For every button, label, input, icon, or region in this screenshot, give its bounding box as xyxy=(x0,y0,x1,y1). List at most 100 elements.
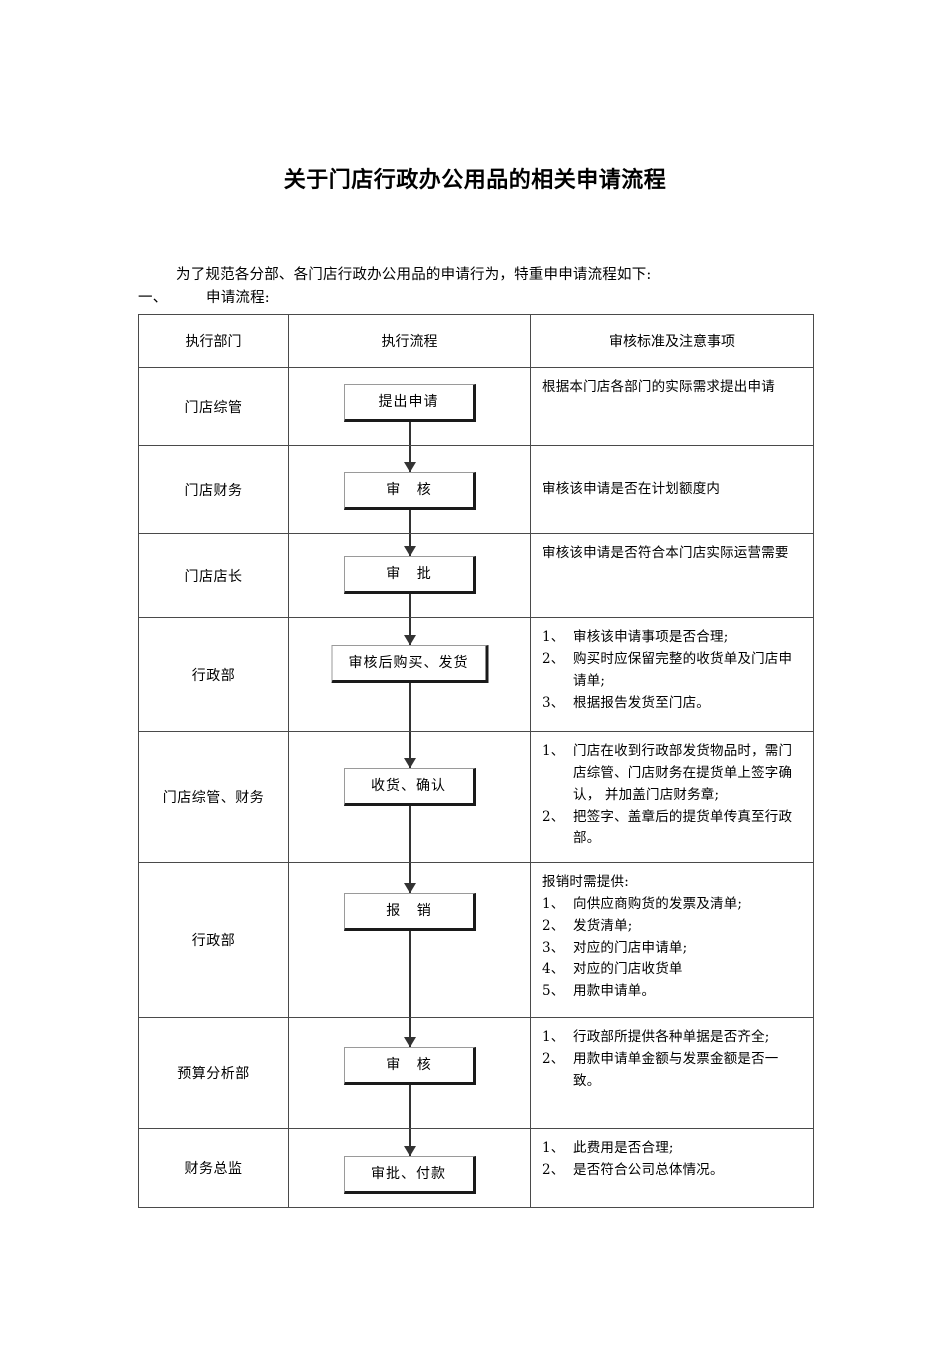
criteria-list-item: 3、根据报告发货至门店。 xyxy=(542,693,805,715)
criteria-text: 审核该申请是否在计划额度内 xyxy=(542,480,721,497)
cell-criteria: 1、审核该申请事项是否合理;2、购买时应保留完整的收货单及门店申请单; 3、根据报… xyxy=(530,617,814,732)
criteria-list-item: 1、门店在收到行政部发货物品时，需门店综管、门店财务在提货单上签字确认， 并加盖… xyxy=(542,741,805,807)
criteria-list-item: 5、用款申请单。 xyxy=(542,981,805,1003)
cell-process: 审核后购买、发货 xyxy=(288,617,531,732)
list-item-text: 发货清单; xyxy=(573,917,633,934)
connector-line-in xyxy=(408,618,411,645)
list-item-text: 对应的门店申请单; xyxy=(573,939,688,956)
arrow-head-icon xyxy=(403,883,416,893)
process-box: 审批、付款 xyxy=(343,1156,476,1194)
connector-line-out xyxy=(408,1085,411,1128)
connector-line-in xyxy=(408,446,411,472)
process-box: 审 核 xyxy=(343,1047,476,1085)
arrow-head-icon xyxy=(403,546,416,556)
flow-diagram-cell: 审 核 xyxy=(289,1018,530,1128)
list-item-text: 购买时应保留完整的收货单及门店申请单; xyxy=(573,650,793,689)
criteria-list-item: 2、把签字、盖章后的提货单传真至行政部。 xyxy=(542,807,805,851)
criteria-text: 根据本门店各部门的实际需求提出申请 xyxy=(542,379,775,395)
cell-criteria: 报销时需提供:1、向供应商购货的发票及清单;2、发货清单;3、对应的门店申请单;… xyxy=(530,862,814,1018)
process-box: 审 核 xyxy=(343,472,476,510)
cell-process: 审 核 xyxy=(288,1017,531,1129)
cell-department: 行政部 xyxy=(138,862,289,1018)
column-header-process: 执行流程 xyxy=(288,314,531,368)
list-item-number: 2、 xyxy=(542,1050,565,1067)
process-box: 审核后购买、发货 xyxy=(331,645,488,683)
cell-department: 财务总监 xyxy=(138,1128,289,1208)
section-title: 申请流程: xyxy=(206,290,270,306)
list-item-number: 1、 xyxy=(542,1140,565,1156)
list-item-number: 1、 xyxy=(542,895,565,912)
arrow-head-icon xyxy=(403,635,416,645)
list-item-text: 行政部所提供各种单据是否齐全; xyxy=(573,1029,770,1045)
cell-department: 门店综管 xyxy=(138,367,289,446)
intro-paragraph: 为了规范各分部、各门店行政办公用品的申请行为，特重申申请流程如下: xyxy=(176,266,652,283)
list-item-number: 2、 xyxy=(542,808,565,825)
flow-diagram-cell: 审批、付款 xyxy=(289,1129,530,1207)
cell-criteria: 审核该申请是否符合本门店实际运营需要 xyxy=(530,533,814,618)
list-item-number: 1、 xyxy=(542,1029,565,1045)
connector-line-out xyxy=(408,422,411,445)
criteria-list: 1、审核该申请事项是否合理;2、购买时应保留完整的收货单及门店申请单; 3、根据报… xyxy=(542,627,805,714)
connector-line-in xyxy=(408,863,411,893)
criteria-list-item: 2、用款申请单金额与发票金额是否一致。 xyxy=(542,1049,805,1093)
section-heading: 一、申请流程: xyxy=(138,286,818,307)
connector-line-out xyxy=(408,510,411,533)
list-item-text: 此费用是否合理; xyxy=(573,1140,674,1156)
criteria-list-item: 1、向供应商购货的发票及清单; xyxy=(542,894,805,916)
list-item-number: 2、 xyxy=(542,1161,565,1178)
criteria-list-item: 3、对应的门店申请单; xyxy=(542,938,805,960)
column-header-department: 执行部门 xyxy=(138,314,289,368)
flow-diagram-cell: 报 销 xyxy=(289,863,530,1017)
cell-process: 审 批 xyxy=(288,533,531,618)
criteria-list-item: 1、审核该申请事项是否合理; xyxy=(542,627,805,649)
connector-line-in xyxy=(408,1129,411,1156)
cell-department: 预算分析部 xyxy=(138,1017,289,1129)
criteria-list-item: 4、对应的门店收货单 xyxy=(542,959,805,981)
connector-line-out xyxy=(408,683,411,731)
list-item-number: 2、 xyxy=(542,650,565,667)
cell-criteria: 1、门店在收到行政部发货物品时，需门店综管、门店财务在提货单上签字确认， 并加盖… xyxy=(530,731,814,863)
list-item-text: 审核该申请事项是否合理; xyxy=(573,629,729,645)
list-item-number: 4、 xyxy=(542,961,565,978)
arrow-head-icon xyxy=(403,758,416,768)
connector-line-in xyxy=(408,534,411,556)
criteria-list: 1、向供应商购货的发票及清单;2、发货清单;3、对应的门店申请单;4、对应的门店… xyxy=(542,894,805,1003)
table-row: 行政部报 销报销时需提供:1、向供应商购货的发票及清单;2、发货清单;3、对应的… xyxy=(138,862,814,1018)
list-item-text: 根据报告发货至门店。 xyxy=(573,694,710,711)
process-box: 收货、确认 xyxy=(343,768,476,806)
cell-criteria: 根据本门店各部门的实际需求提出申请 xyxy=(530,367,814,446)
list-item-number: 3、 xyxy=(542,939,565,956)
criteria-text: 审核该申请是否符合本门店实际运营需要 xyxy=(542,545,789,561)
criteria-list-item: 1、行政部所提供各种单据是否齐全; xyxy=(542,1027,805,1049)
criteria-list: 1、门店在收到行政部发货物品时，需门店综管、门店财务在提货单上签字确认， 并加盖… xyxy=(542,741,805,850)
process-flow-table: 执行部门 执行流程 审核标准及注意事项 门店综管 提出申请 根据本门店各部门的实际需… xyxy=(138,314,814,1208)
list-item-number: 2、 xyxy=(542,917,565,934)
list-item-text: 对应的门店收货单 xyxy=(573,961,683,978)
table-row: 门店综管 提出申请 根据本门店各部门的实际需求提出申请 xyxy=(138,367,814,446)
criteria-list: 1、此费用是否合理;2、是否符合公司总体情况。 xyxy=(542,1138,805,1182)
page-title: 关于门店行政办公用品的相关申请流程 xyxy=(283,167,667,193)
flow-diagram-cell: 审 批 xyxy=(289,534,530,617)
cell-criteria: 1、行政部所提供各种单据是否齐全;2、用款申请单金额与发票金额是否一致。 xyxy=(530,1017,814,1129)
criteria-text: 报销时需提供: xyxy=(542,874,629,890)
list-item-text: 是否符合公司总体情况。 xyxy=(573,1161,724,1178)
cell-process: 提出申请 xyxy=(288,367,531,446)
table-header-row: 执行部门 执行流程 审核标准及注意事项 xyxy=(138,314,814,368)
list-item-text: 向供应商购货的发票及清单; xyxy=(573,895,743,912)
flow-diagram-cell: 审 核 xyxy=(289,446,530,533)
criteria-list-item: 1、此费用是否合理; xyxy=(542,1138,805,1160)
arrow-head-icon xyxy=(403,462,416,472)
arrow-head-icon xyxy=(403,1037,416,1047)
list-item-text: 把签字、盖章后的提货单传真至行政部。 xyxy=(573,808,793,847)
process-box: 提出申请 xyxy=(343,384,476,422)
connector-line-out xyxy=(408,806,411,862)
list-item-text: 门店在收到行政部发货物品时，需门店综管、门店财务在提货单上签字确认， 并加盖门店… xyxy=(573,743,793,803)
flow-diagram-cell: 审核后购买、发货 xyxy=(289,618,530,731)
flow-diagram-cell: 收货、确认 xyxy=(289,732,530,862)
cell-process: 报 销 xyxy=(288,862,531,1018)
criteria-list: 1、行政部所提供各种单据是否齐全;2、用款申请单金额与发票金额是否一致。 xyxy=(542,1027,805,1093)
cell-criteria: 审核该申请是否在计划额度内 xyxy=(530,445,814,534)
